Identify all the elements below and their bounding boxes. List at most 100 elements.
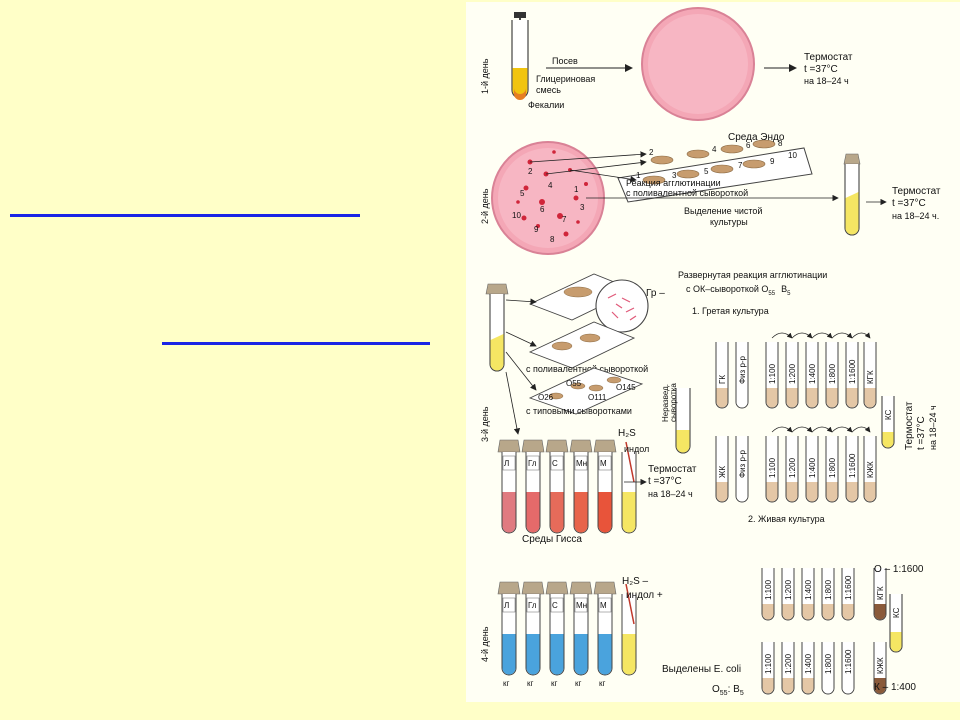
day1-section: 1-й день Посев Глицериновая смесь Фекали… [480,7,853,121]
result-tube-label: 1:800 [824,579,833,600]
slide-num-3: 3 [672,171,677,180]
typical-label: с типовыми сыворотками [526,406,632,416]
day3-temp: t =37°С [648,476,682,487]
endo-slide-spots [642,139,776,185]
result-tube: 1:800 [821,568,835,621]
hiss-tube: М [593,439,617,534]
indole-label: индол [624,444,649,454]
hiss-tube: Гл [521,439,545,534]
hiss-tube: Л [497,439,521,534]
gram-label: Гр – [646,288,665,299]
endo-slide [617,147,813,203]
day1-glycerin: Глицериновая [536,74,595,84]
accent-line-bottom [162,342,430,345]
hiss-tube: Мкг [593,581,617,688]
day1-sowing: Посев [552,56,578,66]
dilution-label: Физ р-р [738,449,747,478]
day3-time: на 18–24 ч [648,489,693,499]
agglut-line1: Реакция агглютинации [626,178,721,188]
hiss-tube-label: Гл [528,601,537,610]
kg-label: кг [503,679,510,688]
day1-feces: Фекалии [528,100,564,110]
day1-time: на 18–24 ч [804,76,849,86]
result-tube-label: КЖК [876,657,885,674]
dilution-tube: 1:400 [805,436,819,503]
live-culture-tubes: ЖК Физ р-р 1:100 1:200 1:400 1:800 1:1600 КЖК [715,426,877,503]
dilution-tube: ЖК [715,436,729,503]
dilution-tube: 1:800 [825,342,839,409]
result-tube-label: 1:400 [804,653,813,674]
hiss-tube-label: Гл [528,459,537,468]
day3-thermostat: Термостат [648,464,697,475]
dilution-tube: 1:100 [765,436,779,503]
dilution-label: ЖК [718,466,727,478]
dilution-label: 1:800 [828,363,837,384]
dilution-label: 1:800 [828,457,837,478]
hiss-tube-label: Мн [576,459,587,468]
result-tube: 1:1600 [841,568,855,621]
dilution-label: 1:1600 [848,359,857,384]
result-tube: 1:400 [801,568,815,621]
live-culture-label: 2. Живая культура [748,514,825,524]
dilution-tube: 1:200 [785,436,799,503]
polyvalent-label: с поливалентной сывороткой [526,364,648,374]
day1-temp: t =37°С [804,64,838,75]
polyvalent-slide [528,321,636,369]
dilution-tube: КГК [863,342,877,409]
day2-tube-icon [843,153,861,236]
result-tube: 1:100 [761,642,775,695]
colony-num-5: 5 [520,189,525,198]
dilution-label: ГК [718,375,727,384]
colony-num-1: 1 [574,185,579,194]
hiss-tube: Лкг [497,581,521,688]
h2s-label: H₂S [618,428,636,439]
day2-label: 2-й день [480,188,490,224]
dilution-label: 1:1600 [848,453,857,478]
result-tube: 1:800 [821,642,835,695]
ks-tube [881,396,895,449]
slide-num-7: 7 [738,161,743,170]
hiss-tube-label: С [552,601,558,610]
indole-tube [621,441,637,534]
undiluted-label1: Неразвед. [661,384,670,422]
colony-num-8: 8 [550,235,555,244]
result-tube-label: 1:200 [784,579,793,600]
kg-label: кг [527,679,534,688]
dilution-tube: Физ р-р [735,342,749,409]
colony-num-4: 4 [548,181,553,190]
gram-microscope-field [595,279,649,333]
day1-mixture: смесь [536,85,561,95]
day2-temp: t =37°С [892,198,926,209]
pure-culture1: Выделение чистой [684,206,762,216]
dilution-tube: 1:1600 [845,436,859,503]
dilution-label: 1:100 [768,457,777,478]
dilution-label: 1:100 [768,363,777,384]
dilution-tube: ГК [715,342,729,409]
slide-num-9: 9 [770,157,775,166]
slide-num-2: 2 [649,148,654,157]
colony-num-6: 6 [540,205,545,214]
day4-label: 4-й день [480,626,490,662]
result-tube: 1:200 [781,568,795,621]
slide-mark-o111: O111 [588,393,607,402]
dilution-tube: 1:400 [805,342,819,409]
dilution-label: 1:200 [788,457,797,478]
slide-num-5: 5 [704,167,709,176]
result-tube-label: 1:100 [764,653,773,674]
slide-mark-o26: O26 [538,393,554,402]
k-result: К – 1:400 [874,682,916,693]
result-tube-label: 1:100 [764,579,773,600]
isolated-line1: Выделены E. coli [662,664,741,675]
dilution-tube: КЖК [863,436,877,503]
hiss-tube: Мн [569,439,593,534]
result-tube-label: 1:400 [804,579,813,600]
hiss-tube-label: Л [504,601,509,610]
hiss-tube-label: М [600,601,607,610]
slide-num-1: 1 [636,171,641,180]
right-thermostat: Термостат [904,401,915,450]
day4-indole: индол + [626,590,663,601]
result-tube: 1:1600 [841,642,855,695]
